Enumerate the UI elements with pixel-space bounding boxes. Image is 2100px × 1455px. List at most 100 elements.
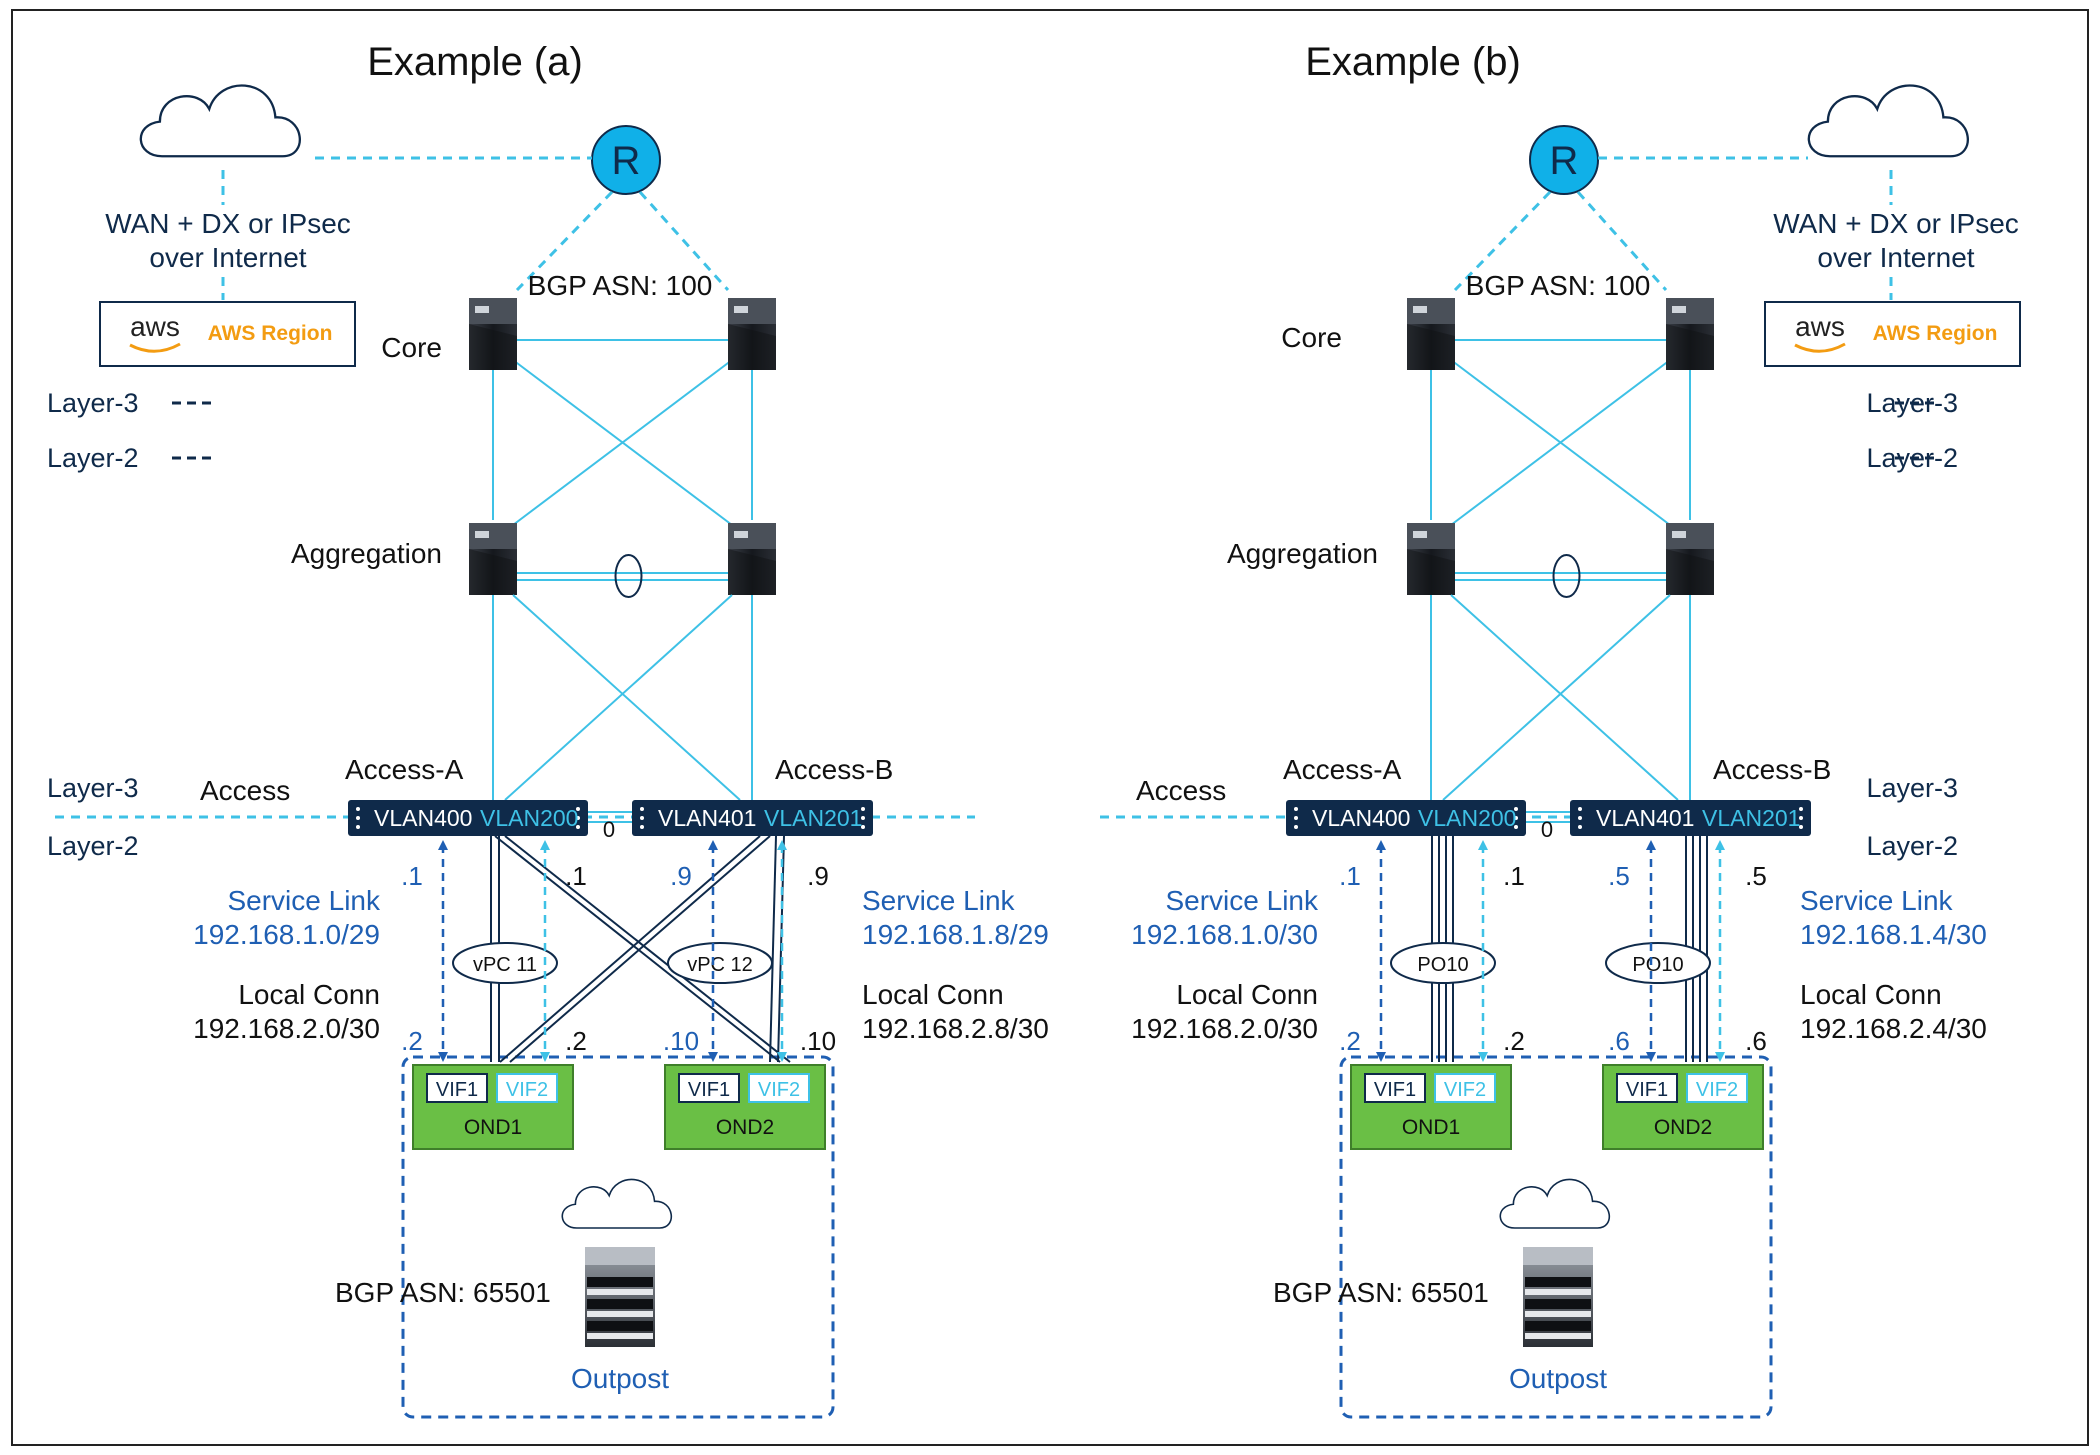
switch-body — [1286, 800, 1526, 836]
agg-access-link — [504, 594, 733, 801]
agg-access-link — [1442, 594, 1671, 801]
access-a-label: Access-A — [1283, 754, 1402, 785]
server-light — [1413, 306, 1427, 313]
switch-dot — [640, 807, 644, 811]
vif1-label: VIF1 — [1626, 1079, 1668, 1101]
switch-dot — [640, 825, 644, 829]
wan-text-line2: over Internet — [149, 242, 306, 273]
outpost-rack-icon — [1523, 1247, 1593, 1347]
rack-slot-light — [1525, 1333, 1591, 1339]
outpost-cloud-icon — [1499, 1178, 1611, 1229]
ond-label: OND2 — [1654, 1116, 1712, 1139]
outer-frame — [11, 9, 2089, 1446]
aggregation-label: Aggregation — [1227, 538, 1378, 569]
server-light — [734, 306, 748, 313]
vif1-box — [1616, 1073, 1678, 1103]
access-a-label: Access-A — [345, 754, 464, 785]
switch-dot — [1514, 816, 1518, 820]
outpost-rack-icon — [585, 1247, 655, 1347]
agg-access-link — [1450, 594, 1679, 801]
switch-dot — [356, 807, 360, 811]
bundle-label-right: vPC 12 — [687, 954, 753, 976]
rack-slot-light — [587, 1311, 653, 1317]
outpost-label: Outpost — [571, 1363, 669, 1394]
aws-smile-icon — [1794, 342, 1846, 353]
side-layer3-label: Layer-3 — [1866, 773, 1958, 803]
vlan-l2-label: VLAN201 — [1702, 805, 1800, 831]
router-icon — [1529, 125, 1599, 195]
vif2-label: VIF2 — [758, 1079, 800, 1101]
bundle-label-left: vPC 11 — [473, 954, 537, 976]
core-switch-right — [728, 298, 776, 370]
service-link-label-left: Service Link — [227, 885, 381, 916]
vif1-box — [678, 1073, 740, 1103]
side-layer2-label: Layer-2 — [1866, 831, 1958, 861]
vif2-box — [496, 1073, 558, 1103]
core-label: Core — [1281, 322, 1342, 353]
ond-label: OND2 — [716, 1116, 774, 1139]
rack-top — [1523, 1247, 1593, 1265]
access-peer-ellipse: 0 — [1541, 817, 1553, 842]
service-subnet-left: 192.168.1.0/30 — [1131, 919, 1318, 950]
ip-ond1-service: .2 — [1339, 1026, 1361, 1056]
bgp-asn-bottom: BGP ASN: 65501 — [335, 1277, 551, 1308]
switch-dot — [1294, 816, 1298, 820]
access-b-label: Access-B — [1713, 754, 1831, 785]
service-link-label-right: Service Link — [862, 885, 1016, 916]
switch-body — [1570, 800, 1811, 836]
ip-access-b-local: .5 — [1745, 861, 1767, 891]
server-shade — [1407, 324, 1455, 370]
server-light — [1672, 531, 1686, 538]
switch-body — [632, 800, 873, 836]
agg-switch-left — [469, 523, 517, 595]
ip-access-a-service: .1 — [401, 861, 423, 891]
vif1-label: VIF1 — [1374, 1079, 1416, 1101]
switch-dot — [576, 807, 580, 811]
service-subnet-left: 192.168.1.0/29 — [193, 919, 380, 950]
aws-smile-icon — [129, 342, 181, 353]
cloud-shape — [1499, 1178, 1611, 1229]
aws-region-label: AWS Region — [1873, 322, 1998, 345]
vpc-cross-cable — [509, 835, 771, 1063]
vlan-l2-label: VLAN201 — [764, 805, 862, 831]
ip-ond1-local: .2 — [1503, 1026, 1525, 1056]
aws-logo-text: aws — [130, 311, 180, 342]
cloud-icon — [139, 84, 301, 158]
access-switch-b: VLAN401 VLAN201 — [632, 800, 873, 836]
switch-dot — [861, 816, 865, 820]
bgp-asn-top: BGP ASN: 100 — [528, 270, 713, 301]
core-switch-right — [1666, 298, 1714, 370]
switch-dot — [1294, 825, 1298, 829]
ip-ond2-service: .6 — [1608, 1026, 1630, 1056]
local-subnet-right: 192.168.2.4/30 — [1800, 1013, 1987, 1044]
agg-switch-left — [1407, 523, 1455, 595]
switch-dot — [576, 825, 580, 829]
vlan-l3-label: VLAN401 — [658, 805, 756, 831]
vif1-box — [1364, 1073, 1426, 1103]
switch-dot — [576, 816, 580, 820]
vlan-l2-label: VLAN200 — [480, 805, 578, 831]
bundle-label-left: PO10 — [1417, 954, 1468, 976]
wan-text-line2: over Internet — [1817, 242, 1974, 273]
rack-slot — [587, 1299, 653, 1309]
switch-dot — [861, 825, 865, 829]
aws-region-box — [99, 301, 356, 367]
ip-ond1-service: .2 — [401, 1026, 423, 1056]
core-label: Core — [381, 332, 442, 363]
outpost-boundary — [1339, 1055, 1773, 1419]
router-label: R — [612, 139, 641, 183]
switch-dot — [861, 807, 865, 811]
legend-layer3-label: Layer-3 — [47, 388, 139, 418]
router-core-link — [1576, 190, 1668, 292]
switch-dot — [1799, 816, 1803, 820]
cloud-shape — [139, 84, 301, 158]
local-conn-label-right: Local Conn — [1800, 979, 1942, 1010]
access-label: Access — [200, 775, 290, 806]
switch-dot — [356, 825, 360, 829]
example-title: Example (a) — [367, 40, 583, 84]
cloud-shape — [1807, 84, 1969, 158]
bundle-ellipse-left — [452, 942, 558, 984]
